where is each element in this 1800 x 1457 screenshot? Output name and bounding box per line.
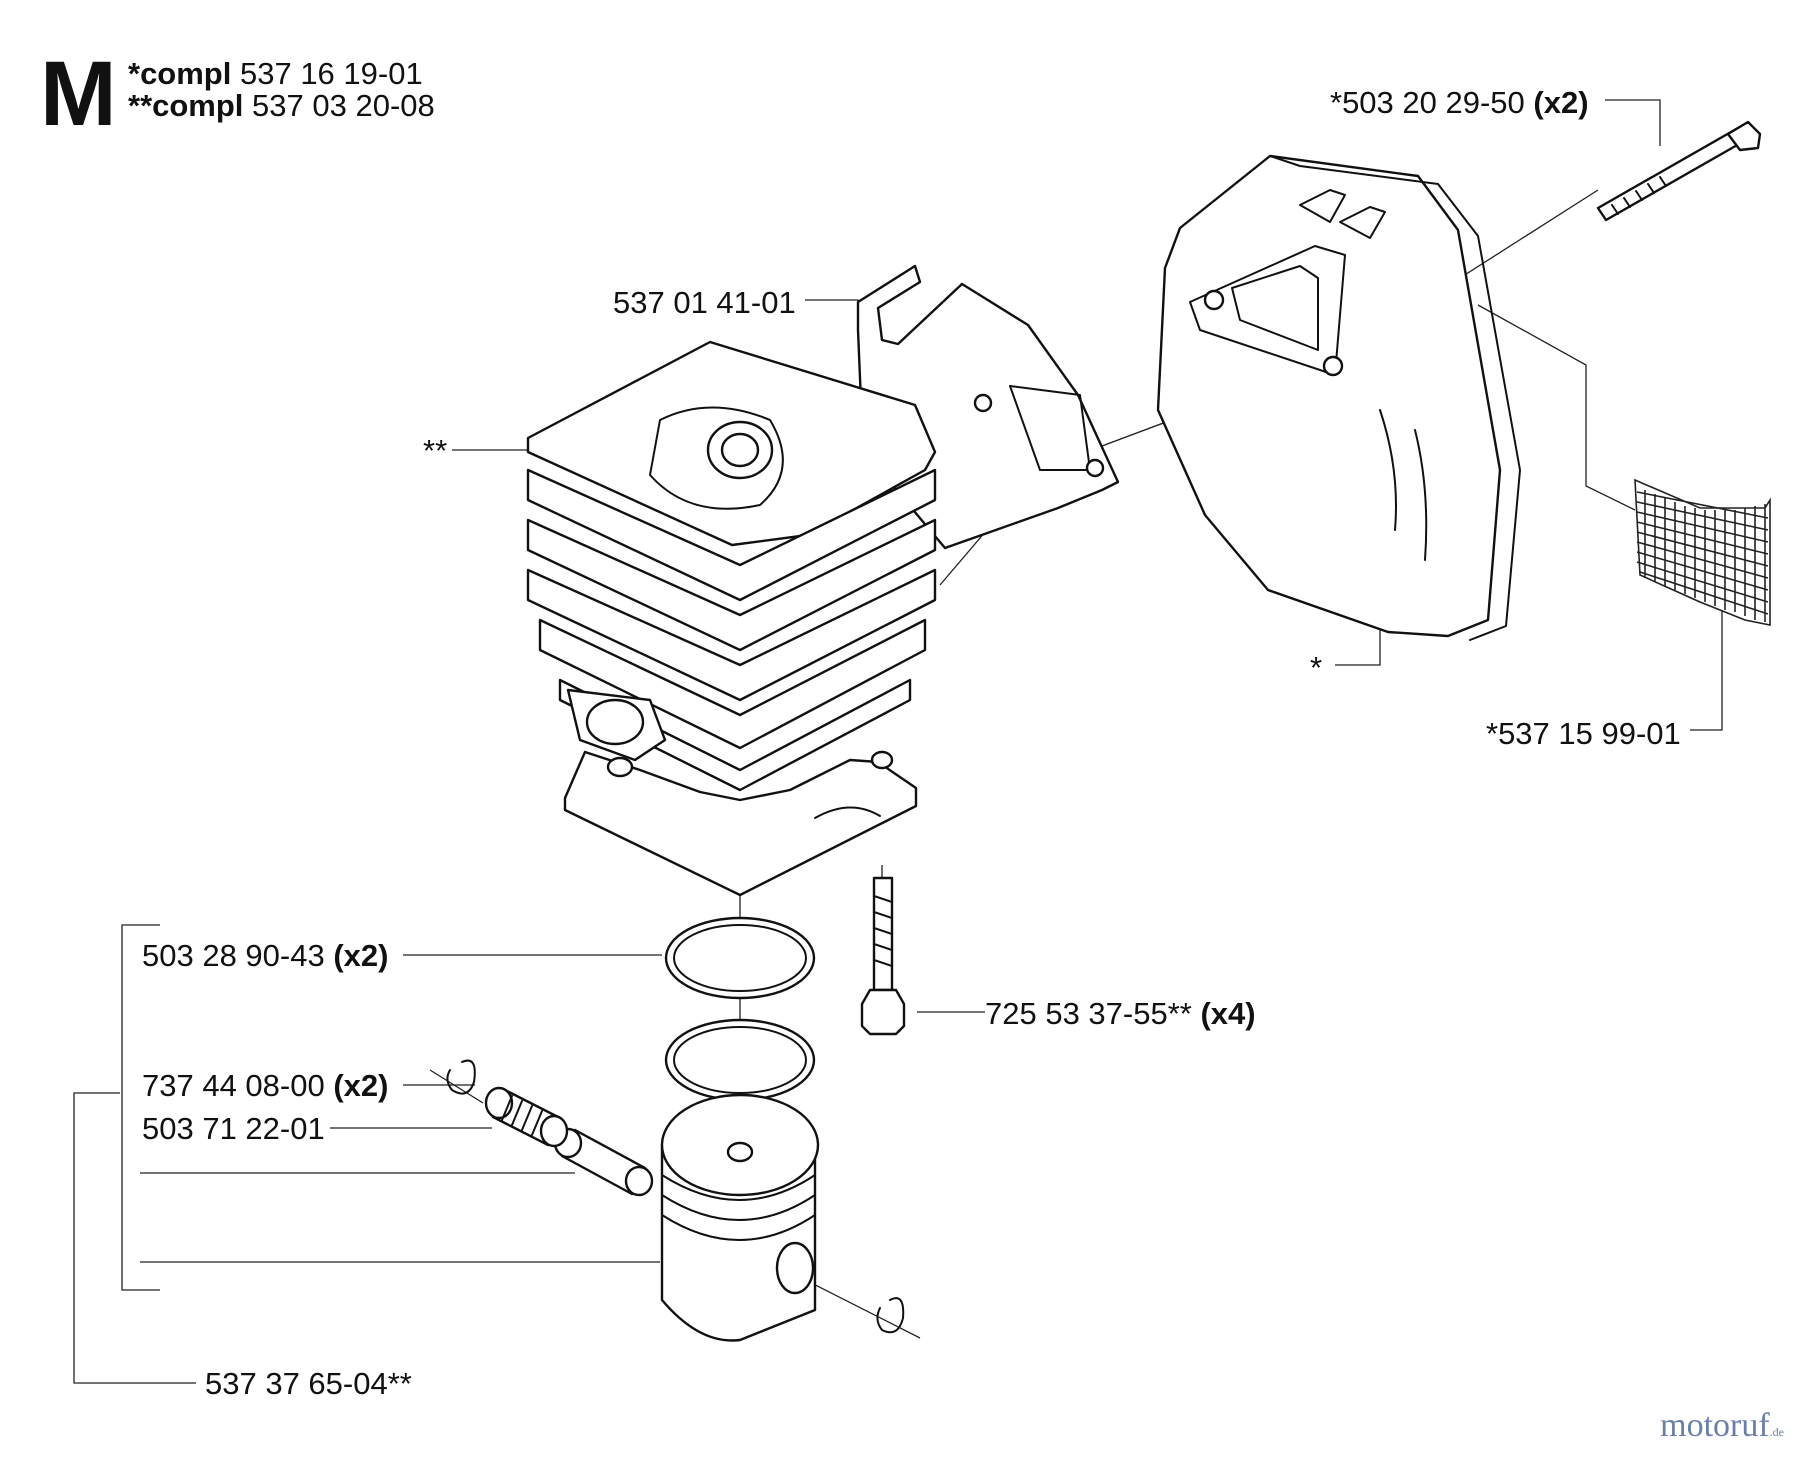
label-muffler-bolt: *503 20 29-50 (x2) bbox=[1330, 87, 1589, 118]
label-piston-kit: 537 37 65-04** bbox=[205, 1366, 412, 1401]
label-bracket: 537 01 41-01 bbox=[613, 285, 796, 320]
label-circlip-qty: (x2) bbox=[333, 1068, 389, 1103]
label-screen: *537 15 99-01 bbox=[1486, 716, 1681, 751]
piston bbox=[660, 1093, 820, 1342]
header-line-2-prefix: **compl bbox=[128, 88, 244, 123]
section-letter: M bbox=[40, 43, 117, 145]
circlip-right bbox=[876, 1297, 905, 1334]
watermark: motoruf.de bbox=[1660, 1407, 1784, 1445]
label-cylinder-screw: 725 53 37-55** (x4) bbox=[985, 998, 1256, 1029]
muffler-body bbox=[1156, 154, 1521, 641]
header-line-1: *compl 537 16 19-01 bbox=[128, 56, 423, 91]
label-needle-bearing: 503 71 22-01 bbox=[142, 1111, 325, 1146]
label-piston-rings-number: 503 28 90-43 bbox=[142, 938, 325, 973]
circlip-left bbox=[446, 1059, 476, 1095]
needle-bearing bbox=[484, 1086, 569, 1148]
watermark-main: motoruf bbox=[1660, 1407, 1770, 1444]
piston-pin bbox=[553, 1127, 654, 1197]
label-cylinder-screw-number: 725 53 37-55** bbox=[985, 996, 1192, 1031]
label-cylinder: ** bbox=[423, 433, 448, 468]
piston-ring-lower bbox=[664, 1018, 816, 1102]
watermark-suffix: .de bbox=[1769, 1425, 1784, 1439]
spark-arrestor-screen bbox=[1634, 478, 1771, 626]
piston-ring-upper bbox=[664, 916, 816, 1000]
label-cylinder-screw-qty: (x4) bbox=[1200, 996, 1256, 1031]
label-muffler: * bbox=[1310, 650, 1323, 685]
label-piston-rings: 503 28 90-43 (x2) bbox=[142, 940, 388, 971]
header-line-1-value: 537 16 19-01 bbox=[239, 56, 423, 91]
label-muffler-bolt-number: *503 20 29-50 bbox=[1330, 85, 1525, 120]
label-piston-rings-qty: (x2) bbox=[333, 938, 389, 973]
cylinder bbox=[526, 340, 937, 897]
label-circlip-number: 737 44 08-00 bbox=[142, 1068, 325, 1103]
label-circlip: 737 44 08-00 (x2) bbox=[142, 1070, 388, 1101]
muffler-bolt bbox=[1596, 120, 1762, 222]
header-line-2: **compl 537 03 20-08 bbox=[128, 88, 435, 123]
header-line-2-value: 537 03 20-08 bbox=[252, 88, 435, 123]
cylinder-screw bbox=[860, 876, 906, 1036]
label-muffler-bolt-qty: (x2) bbox=[1533, 85, 1589, 120]
header-line-1-prefix: *compl bbox=[128, 56, 232, 91]
